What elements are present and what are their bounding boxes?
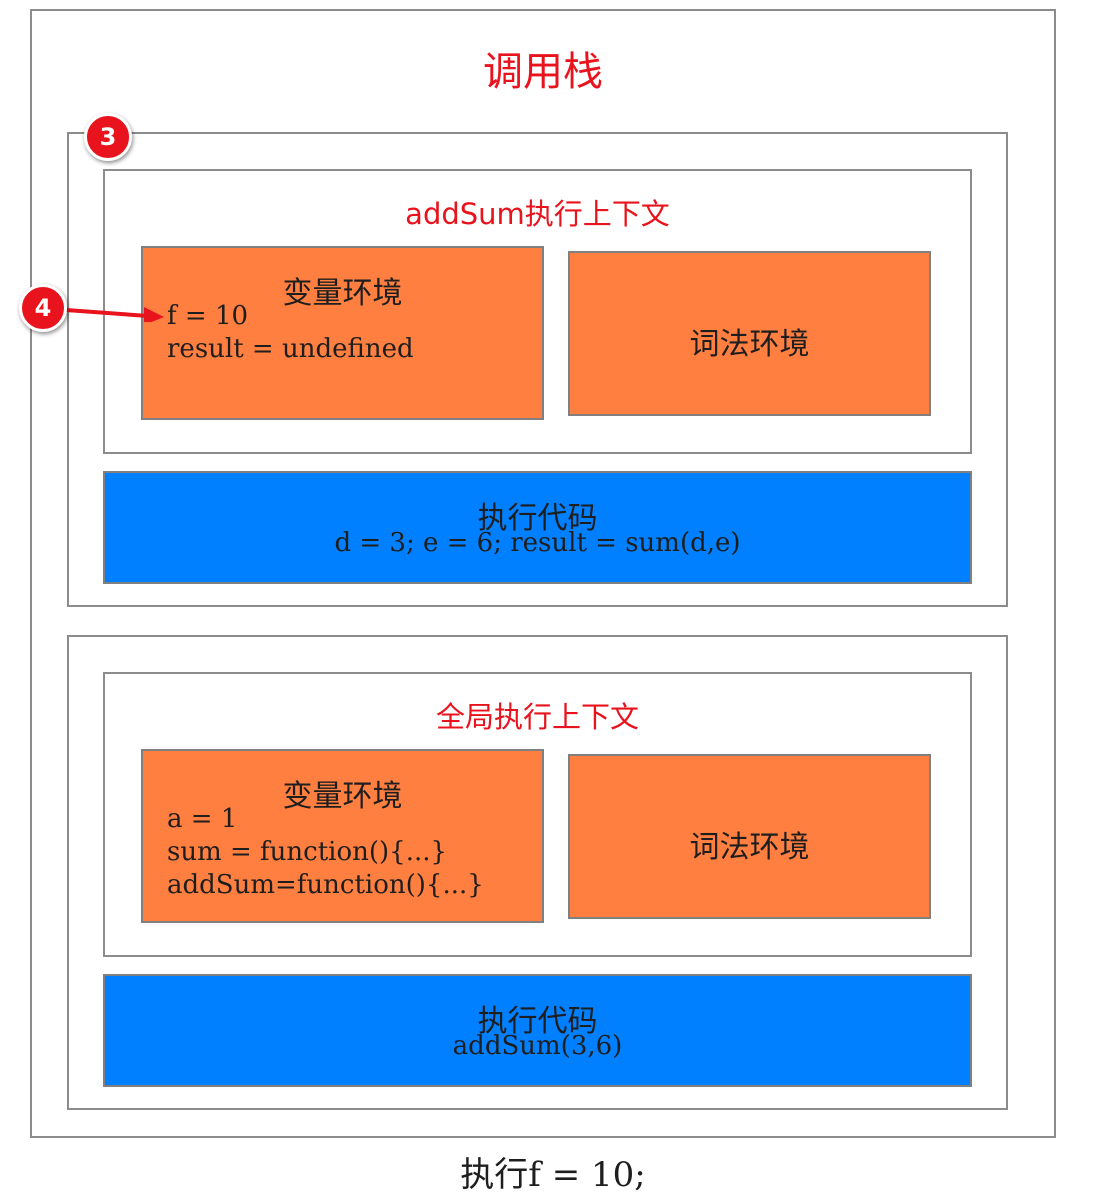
variable-line: sum = function(){...} xyxy=(167,837,448,867)
lexical-env-title: 词法环境 xyxy=(689,327,810,362)
variable-line: f = 10 xyxy=(167,301,249,331)
step-3-badge: 3 xyxy=(84,113,132,161)
addsum-context-title: addSum执行上下文 xyxy=(405,197,670,231)
call-stack-title: 调用栈 xyxy=(483,49,603,95)
variable-line: a = 1 xyxy=(167,804,238,834)
lexical-env-title: 词法环境 xyxy=(689,830,810,865)
exec-code-text: addSum(3,6) xyxy=(452,1031,623,1061)
pointer-arrow-icon xyxy=(65,307,164,322)
exec-code-title: 执行代码 xyxy=(477,1004,598,1039)
step-4-badge: 4 xyxy=(19,284,67,332)
global-context-title: 全局执行上下文 xyxy=(435,700,639,734)
global-exec-code: 执行代码 addSum(3,6) xyxy=(103,974,972,1087)
variable-line: result = undefined xyxy=(167,334,414,364)
addsum-exec-code: 执行代码 d = 3; e = 6; result = sum(d,e) xyxy=(103,471,972,584)
exec-code-text: d = 3; e = 6; result = sum(d,e) xyxy=(334,528,741,558)
variable-env-title: 变量环境 xyxy=(282,276,403,311)
exec-code-title: 执行代码 xyxy=(477,501,598,536)
addsum-lexical-env: 词法环境 xyxy=(568,251,931,416)
global-lexical-env: 词法环境 xyxy=(568,754,931,919)
variable-env-title: 变量环境 xyxy=(282,779,403,814)
caption: 执行f = 10; xyxy=(460,1155,646,1195)
variable-line: addSum=function(){...} xyxy=(167,870,484,900)
